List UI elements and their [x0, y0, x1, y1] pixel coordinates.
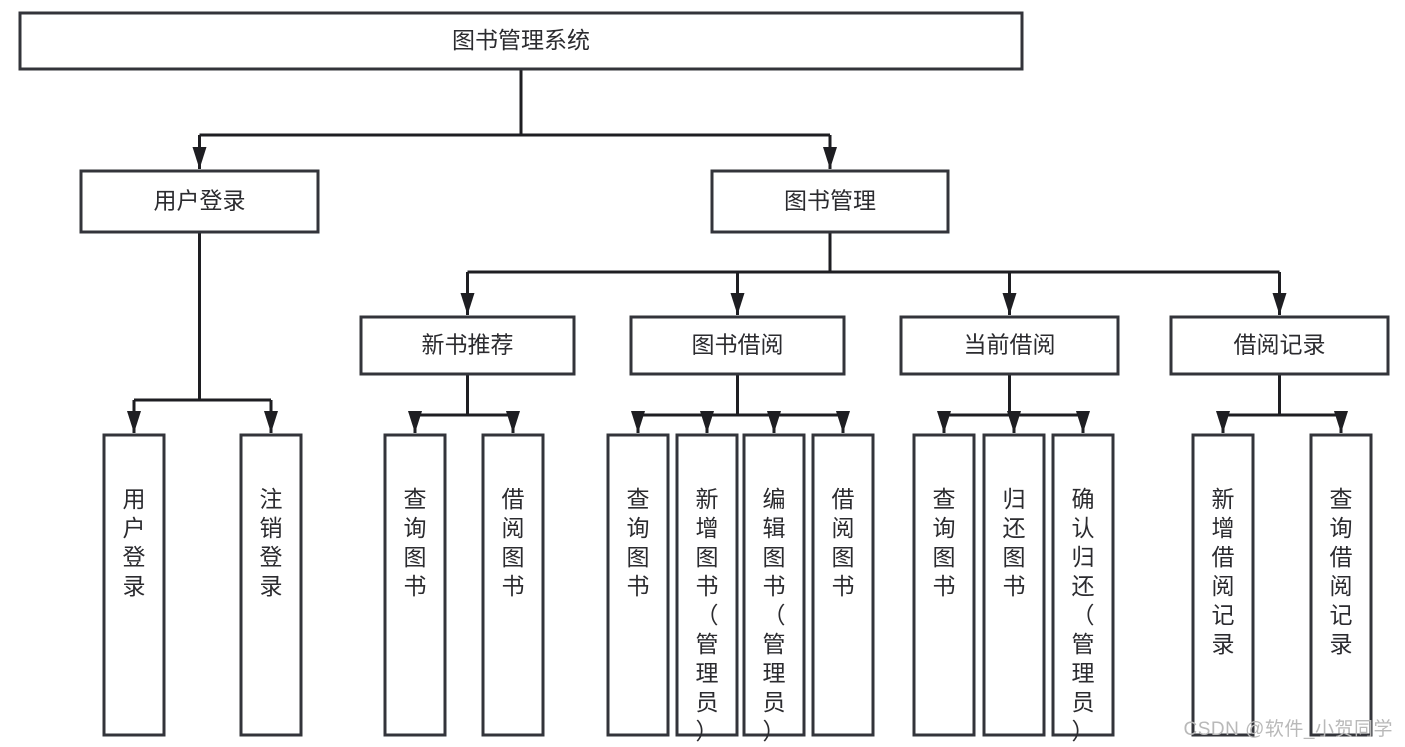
- node-l3-1[interactable]: 图书借阅: [629, 315, 846, 376]
- node-box-shape: [912, 433, 976, 737]
- node-label: 借阅记录: [1234, 332, 1326, 358]
- node-box-shape: [481, 433, 545, 737]
- node-leaf-4[interactable]: 查询图书: [606, 433, 670, 737]
- arrow-head-icon: [1002, 293, 1017, 315]
- node-box-shape: [629, 315, 846, 376]
- node-box-shape: [710, 169, 950, 234]
- node-label: 编辑图书（管理员）: [763, 486, 786, 744]
- node-l2-0[interactable]: 用户登录: [79, 169, 320, 234]
- node-leaf-3[interactable]: 借阅图书: [481, 433, 545, 737]
- arrow-head-icon: [1272, 293, 1287, 315]
- node-root[interactable]: 图书管理系统: [18, 11, 1024, 71]
- node-label: 查询图书: [933, 486, 956, 599]
- node-leaf-2[interactable]: 查询图书: [383, 433, 447, 737]
- node-label: 新增图书（管理员）: [696, 486, 719, 744]
- node-leaf-1[interactable]: 注销登录: [239, 433, 303, 737]
- node-label: 新书推荐: [422, 332, 514, 358]
- node-box-shape: [79, 169, 320, 234]
- node-l3-0[interactable]: 新书推荐: [359, 315, 576, 376]
- node-box-shape: [1309, 433, 1373, 737]
- node-box-shape: [18, 11, 1024, 71]
- node-label: 当前借阅: [964, 332, 1056, 358]
- connector-layer: [127, 69, 1348, 433]
- node-leaf-9[interactable]: 归还图书: [982, 433, 1046, 737]
- node-leaf-5[interactable]: 新增图书（管理员）: [675, 433, 739, 744]
- node-label: 归还图书: [1003, 486, 1026, 599]
- node-box-shape: [383, 433, 447, 737]
- node-box-shape: [1051, 433, 1115, 737]
- node-label: 借阅图书: [502, 486, 525, 599]
- arrow-head-icon: [1216, 411, 1230, 433]
- node-leaf-10[interactable]: 确认归还（管理员）: [1051, 433, 1115, 744]
- arrow-head-icon: [1076, 411, 1090, 433]
- node-box-shape: [1169, 315, 1390, 376]
- node-leaf-8[interactable]: 查询图书: [912, 433, 976, 737]
- node-l3-2[interactable]: 当前借阅: [899, 315, 1120, 376]
- node-leaf-6[interactable]: 编辑图书（管理员）: [742, 433, 806, 744]
- arrow-head-icon: [1334, 411, 1348, 433]
- node-box-shape: [982, 433, 1046, 737]
- arrow-head-icon: [730, 293, 745, 315]
- node-box-shape: [811, 433, 875, 737]
- node-l3-3[interactable]: 借阅记录: [1169, 315, 1390, 376]
- node-label: 借阅图书: [832, 486, 855, 599]
- arrow-head-icon: [506, 411, 520, 433]
- node-label: 查询图书: [404, 486, 427, 599]
- arrow-head-icon: [823, 147, 837, 169]
- node-box-shape: [606, 433, 670, 737]
- arrow-head-icon: [192, 147, 207, 169]
- node-label: 图书借阅: [692, 332, 784, 358]
- node-box-shape: [675, 433, 739, 737]
- arrow-head-icon: [460, 293, 475, 315]
- node-label: 图书管理系统: [452, 27, 590, 53]
- node-label: 用户登录: [123, 486, 146, 599]
- node-box-shape: [899, 315, 1120, 376]
- arrow-head-icon: [1007, 411, 1021, 433]
- node-box-shape: [742, 433, 806, 737]
- node-box-shape: [239, 433, 303, 737]
- node-label: 查询图书: [627, 486, 650, 599]
- node-label: 用户登录: [154, 188, 246, 214]
- node-layer: 图书管理系统用户登录图书管理新书推荐图书借阅当前借阅借阅记录用户登录注销登录查询…: [18, 11, 1390, 744]
- arrow-head-icon: [700, 411, 714, 433]
- arrow-head-icon: [408, 411, 422, 433]
- arrow-head-icon: [127, 411, 141, 433]
- node-l2-1[interactable]: 图书管理: [710, 169, 950, 234]
- node-box-shape: [1191, 433, 1255, 737]
- node-leaf-11[interactable]: 新增借阅记录: [1191, 433, 1255, 737]
- arrow-head-icon: [836, 411, 850, 433]
- watermark-label: CSDN @软件_小贺同学: [1183, 719, 1393, 740]
- node-label: 查询借阅记录: [1330, 486, 1353, 657]
- node-label: 注销登录: [260, 486, 283, 599]
- node-leaf-12[interactable]: 查询借阅记录: [1309, 433, 1373, 737]
- arrow-head-icon: [937, 411, 951, 433]
- node-label: 新增借阅记录: [1212, 486, 1235, 657]
- arrow-head-icon: [631, 411, 645, 433]
- arrow-head-icon: [767, 411, 781, 433]
- node-label: 图书管理: [784, 188, 876, 214]
- node-box-shape: [359, 315, 576, 376]
- arrow-head-icon: [264, 411, 278, 433]
- node-label: 确认归还（管理员）: [1072, 486, 1095, 744]
- node-leaf-7[interactable]: 借阅图书: [811, 433, 875, 737]
- node-box-shape: [102, 433, 166, 737]
- node-leaf-0[interactable]: 用户登录: [102, 433, 166, 737]
